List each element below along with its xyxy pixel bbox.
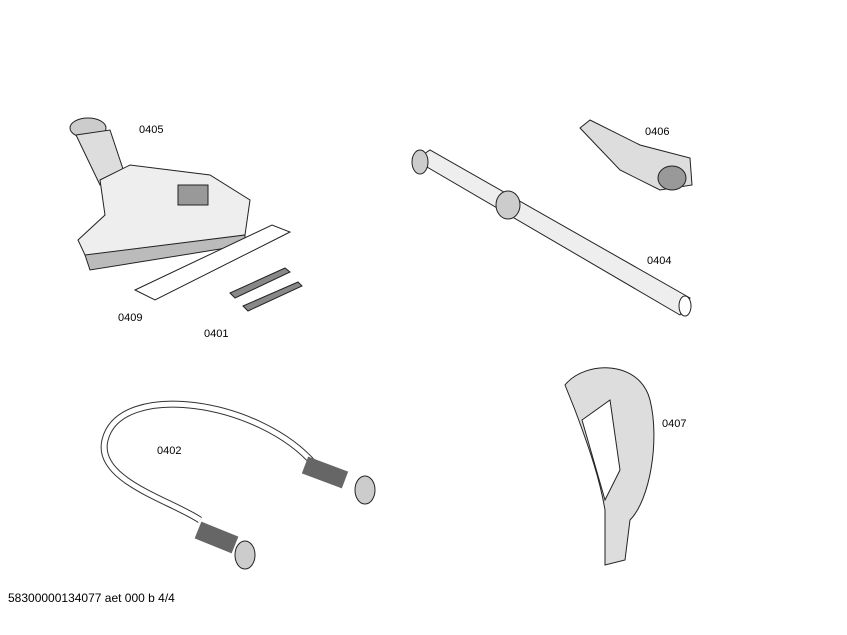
- part-label-0404: 0404: [647, 255, 672, 267]
- felt-strip-drawing: [133, 224, 292, 301]
- hose-drawing: [100, 400, 376, 570]
- handle-drawing: [564, 367, 655, 566]
- part-label-0409: 0409: [118, 312, 143, 324]
- brush-strips-drawing: [229, 267, 303, 312]
- part-label-0406: 0406: [645, 126, 670, 138]
- part-label-0401: 0401: [204, 328, 229, 340]
- crevice-tool-drawing: [579, 119, 693, 191]
- document-footer: 58300000134077 aet 000 b 4/4: [8, 591, 175, 605]
- part-label-0405: 0405: [139, 124, 164, 136]
- part-label-0402: 0402: [157, 445, 182, 457]
- part-label-0407: 0407: [662, 418, 687, 430]
- floor-nozzle-drawing: [69, 117, 251, 271]
- telescopic-tube-drawing: [411, 149, 692, 317]
